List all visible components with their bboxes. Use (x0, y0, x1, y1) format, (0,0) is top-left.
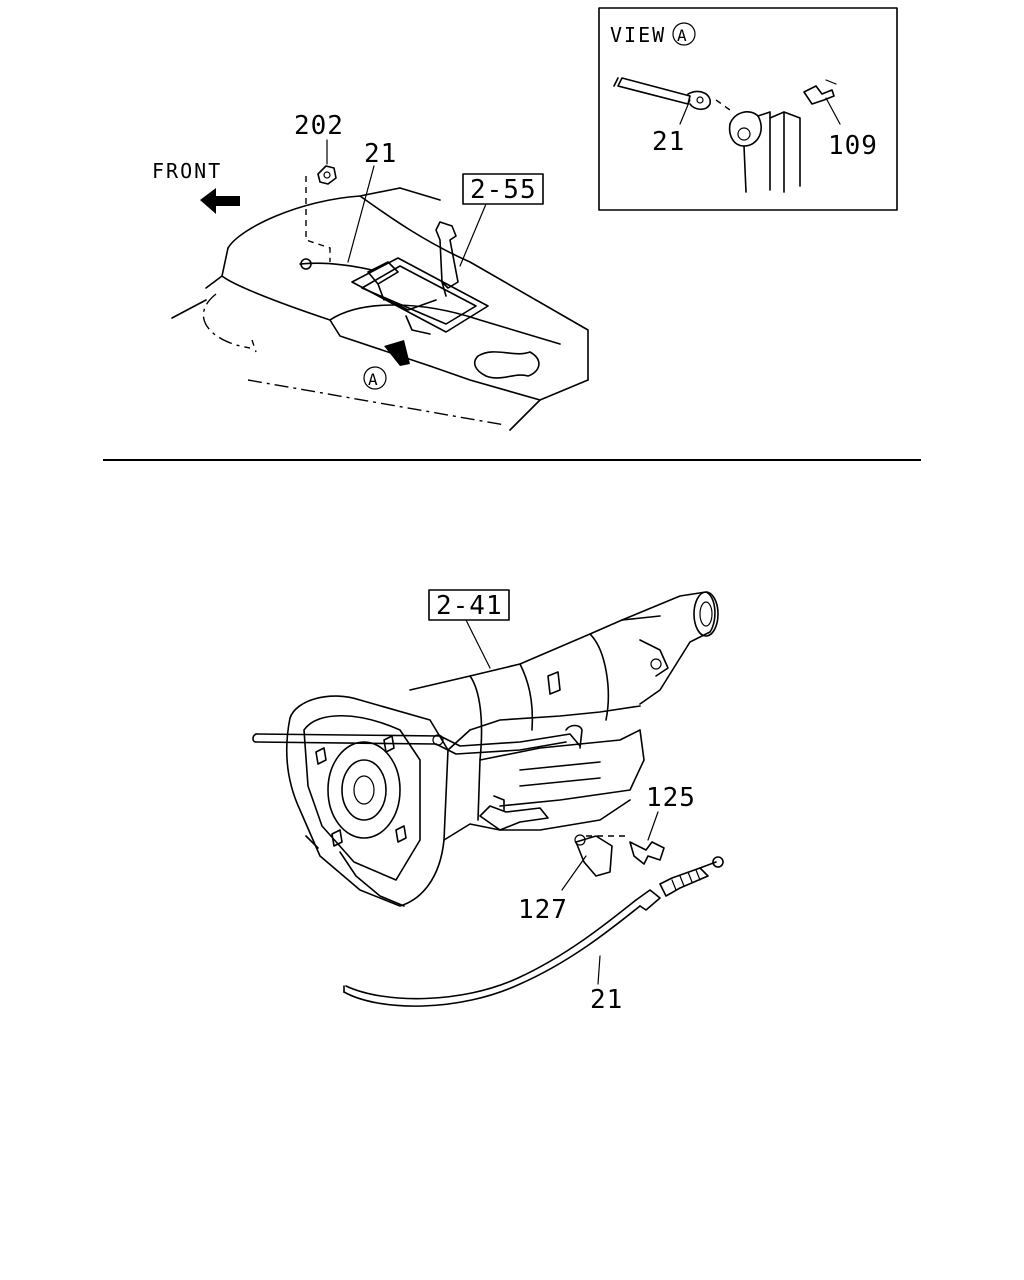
label-21-view: 21 (652, 127, 685, 157)
view-title: VIEW (610, 23, 666, 47)
label-21-top: 21 (364, 139, 397, 169)
ref-2-55: 2-55 (470, 175, 537, 205)
label-127: 127 (518, 895, 568, 925)
label-125: 125 (646, 783, 696, 813)
label-21-bottom: 21 (590, 985, 623, 1015)
view-marker-a: A (368, 370, 380, 389)
view-inset-marker: A (677, 26, 689, 45)
label-202: 202 (294, 111, 344, 141)
front-arrow-icon (200, 188, 240, 214)
front-label: FRONT (152, 159, 222, 183)
console-illustration: FRONT A (152, 111, 589, 431)
transmission-illustration: 2-41 (252, 589, 724, 1015)
ref-2-41: 2-41 (436, 591, 503, 621)
label-109: 109 (828, 131, 878, 161)
view-a-inset: VIEW A 21 109 (598, 7, 898, 211)
ref-box-2-41 (428, 589, 510, 621)
ref-box-2-55 (462, 173, 544, 205)
